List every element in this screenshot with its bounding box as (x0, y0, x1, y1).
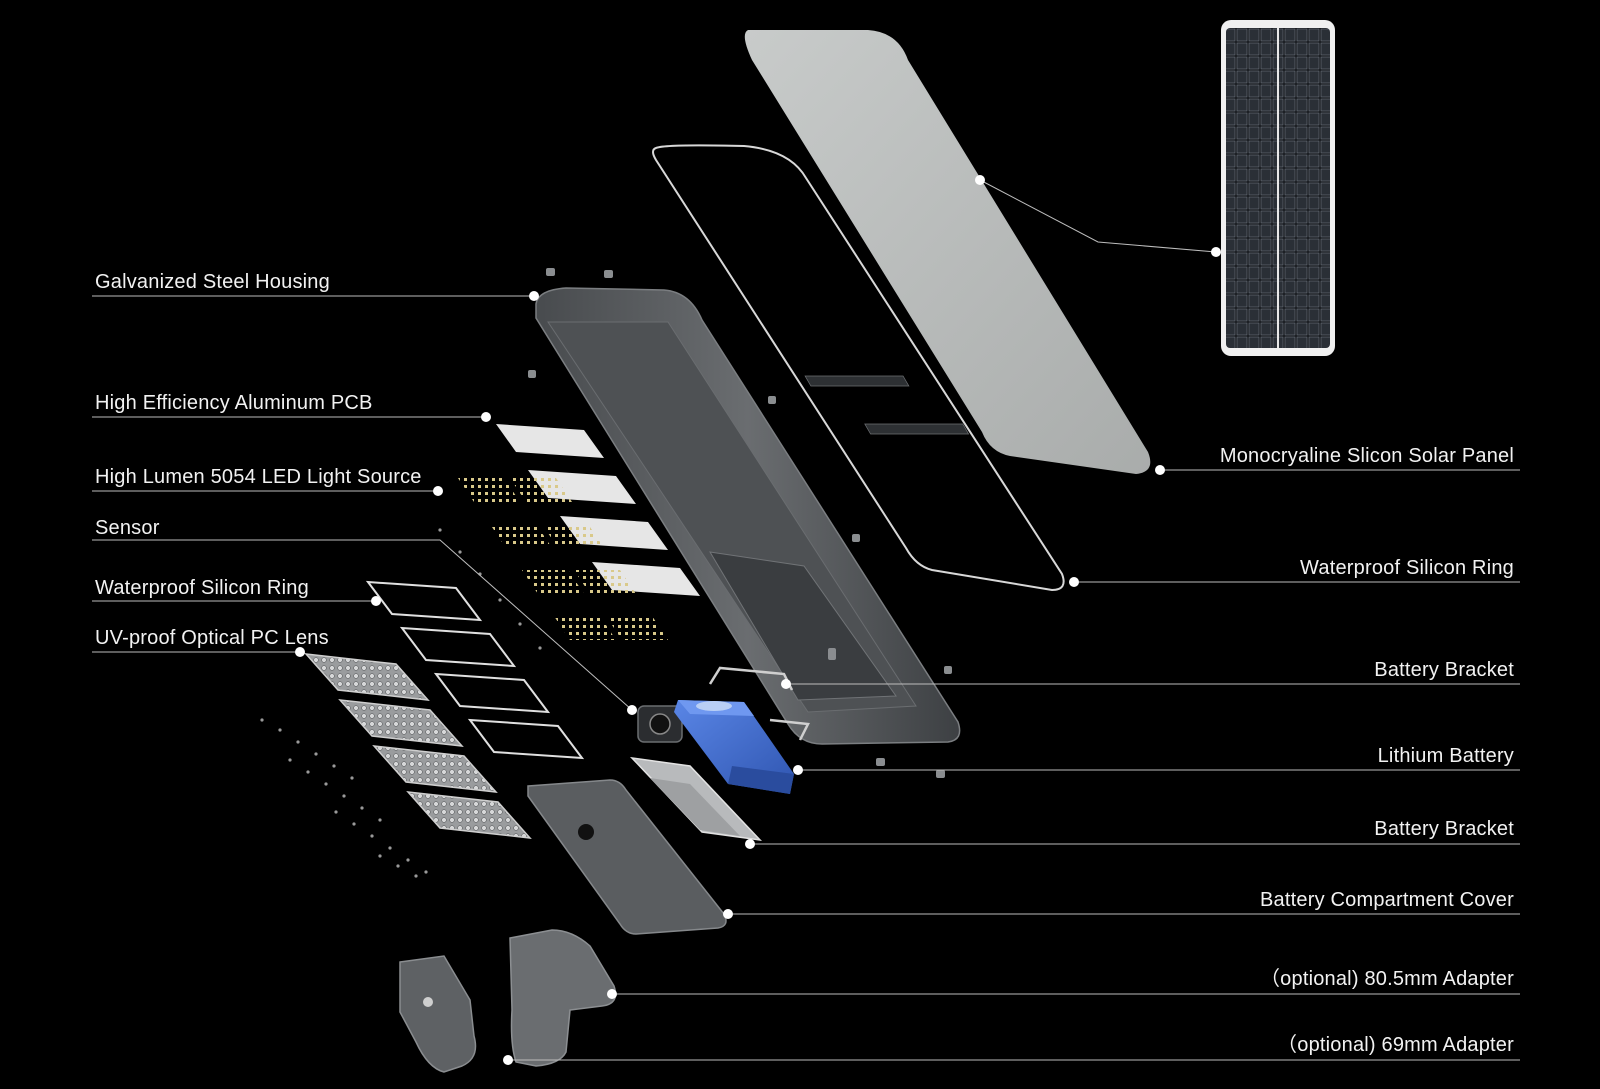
label-adapter-69mm: （optional) 69mm Adapter (1277, 1034, 1514, 1056)
sensor (637, 705, 683, 743)
steel-housing (535, 287, 970, 745)
screws (528, 268, 952, 778)
label-waterproof-ring-right: Waterproof Silicon Ring (1300, 557, 1514, 579)
lower-silicon-rings (365, 580, 585, 760)
label-battery-bracket-upper: Battery Bracket (1374, 659, 1514, 681)
label-battery-compartment-cover: Battery Compartment Cover (1260, 889, 1514, 911)
leader-lines (92, 179, 1520, 1061)
solar-panel (1221, 20, 1335, 356)
lens-screws (260, 528, 542, 878)
label-sensor: Sensor (95, 517, 160, 539)
label-waterproof-ring-left: Waterproof Silicon Ring (95, 577, 309, 599)
optical-pc-lenses (304, 653, 532, 839)
label-adapter-80mm: （optional) 80.5mm Adapter (1259, 968, 1514, 990)
label-lithium-battery: Lithium Battery (1377, 745, 1514, 767)
led-light-source (458, 478, 668, 640)
label-pc-lens: UV-proof Optical PC Lens (95, 627, 329, 649)
upper-silicon-ring (652, 144, 1065, 592)
label-battery-bracket-lower: Battery Bracket (1374, 818, 1514, 840)
lower-battery-bracket (629, 756, 763, 842)
lithium-battery (674, 700, 794, 794)
label-galvanized-steel-housing: Galvanized Steel Housing (95, 271, 330, 293)
label-aluminum-pcb: High Efficiency Aluminum PCB (95, 392, 373, 414)
label-solar-panel: Monocryaline Slicon Solar Panel (1219, 445, 1514, 467)
label-led-light-source: High Lumen 5054 LED Light Source (95, 466, 422, 488)
top-cover (744, 30, 1151, 474)
battery-compartment-cover (527, 779, 727, 935)
adapter-69mm (399, 955, 477, 1073)
leader-dots (295, 175, 1221, 1065)
adapter-80mm (509, 929, 617, 1067)
